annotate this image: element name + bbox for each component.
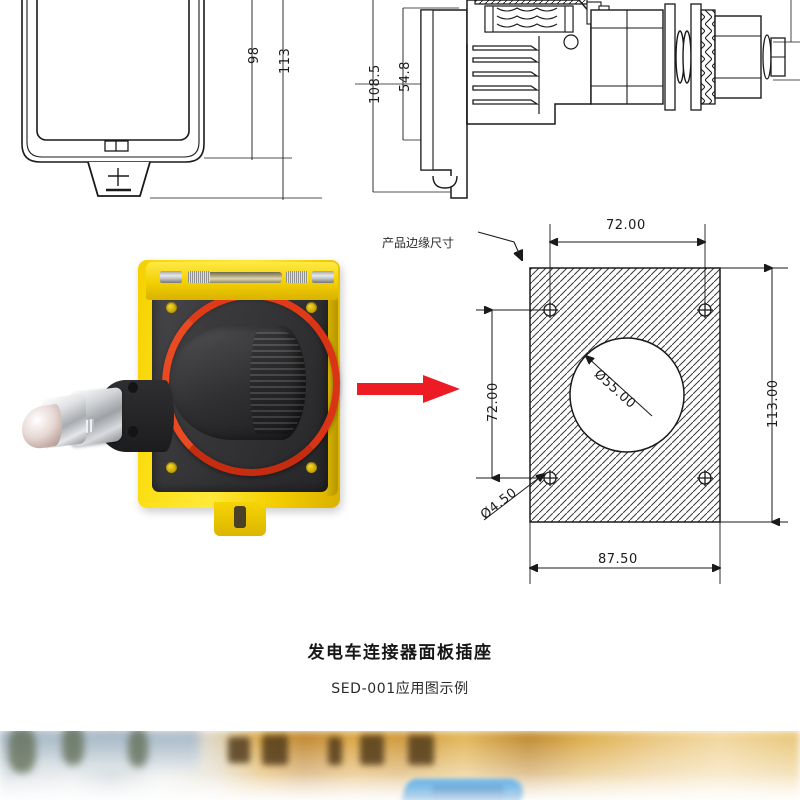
photo-contact-tip: [22, 403, 62, 451]
photo-corner-hole: [166, 462, 177, 473]
photo-bottom-tab-slot: [234, 506, 246, 528]
photo-cone-ribs: [250, 332, 306, 434]
banner-signage-glyph: [408, 735, 434, 765]
photo-screw: [312, 271, 334, 283]
front-elevation-view: 98 113: [0, 0, 330, 202]
panel-socket-photo: [18, 248, 368, 540]
dimension-108-5: 108.5: [368, 64, 383, 104]
banner-signage-glyph: [228, 737, 250, 763]
page-subtitle: SED-001应用图示例: [331, 681, 469, 697]
bottom-banner-image: [0, 731, 800, 800]
dimension-plate-width: 87.50: [598, 552, 638, 567]
panel-callout: 产品边缘尺寸: [382, 234, 454, 251]
dimension-54-8: 54.8: [398, 61, 413, 92]
banner-signage-glyph: [328, 737, 342, 765]
dimension-98: 98: [247, 46, 262, 64]
photo-top-slot: [204, 272, 282, 283]
cross-section-view: 108.5 54.8: [355, 0, 800, 204]
banner-foliage: [62, 731, 84, 765]
page-title: 发电车连接器面板插座: [307, 643, 493, 663]
dimension-hole-spacing-horizontal: 72.00: [606, 218, 646, 233]
photo-screw: [286, 271, 308, 283]
photo-vent-hole: [128, 426, 138, 437]
banner-foliage: [8, 731, 36, 773]
caption-block: 发电车连接器面板插座 SED-001应用图示例: [0, 640, 800, 704]
photo-corner-hole: [306, 462, 317, 473]
banner-fade-overlay: [0, 774, 800, 800]
photo-corner-hole: [166, 302, 177, 313]
photo-corner-hole: [306, 302, 317, 313]
dimension-113: 113: [278, 47, 293, 74]
photo-screw: [188, 271, 210, 283]
banner-signage-glyph: [360, 735, 384, 765]
photo-black-cone: [170, 326, 306, 440]
photo-contact-assembly: [22, 376, 176, 458]
dimension-hole-spacing-vertical: 72.00: [486, 382, 501, 422]
photo-vent-hole: [128, 382, 138, 393]
banner-foliage: [128, 731, 148, 767]
dimension-plate-height: 113.00: [766, 379, 781, 429]
red-arrow: [357, 374, 461, 404]
banner-signage-glyph: [262, 735, 288, 765]
photo-screw: [160, 271, 182, 283]
callout-text: 产品边缘尺寸: [382, 236, 455, 250]
panel-cutout-drawing: 72.00 72.00 113.00 87.50 Ø55.00 Ø4.50: [462, 212, 800, 592]
